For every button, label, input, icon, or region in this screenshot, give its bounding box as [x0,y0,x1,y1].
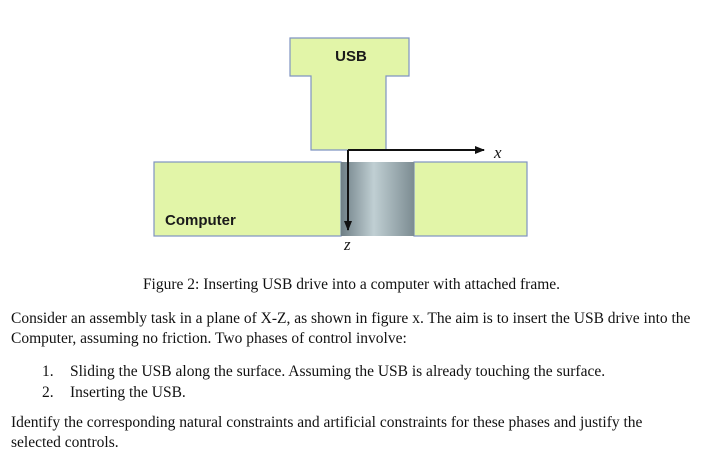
question-paragraph: Identify the corresponding natural const… [11,414,643,451]
task-description-paragraph: Consider an assembly task in a plane of … [11,310,691,347]
list-item-number: 2. [42,384,54,401]
list-item-text: Sliding the USB along the surface. Assum… [70,363,606,380]
z-axis-label: z [343,235,351,254]
figure-caption: Figure 2: Inserting USB drive into a com… [142,276,561,293]
computer-right-block [413,161,528,237]
list-item: 1. Sliding the USB along the surface. As… [42,361,682,382]
list-item-text: Inserting the USB. [70,384,186,401]
x-axis-label: x [493,143,502,162]
usb-port-slot [341,162,414,236]
computer-left-block [153,161,342,237]
computer-label: Computer [165,212,236,229]
usb-insertion-figure: USB Computer x z [153,37,528,254]
control-phases-list: 1. Sliding the USB along the surface. As… [42,361,682,403]
list-item: 2. Inserting the USB. [42,382,682,403]
list-item-number: 1. [42,363,54,380]
usb-label: USB [335,48,367,65]
